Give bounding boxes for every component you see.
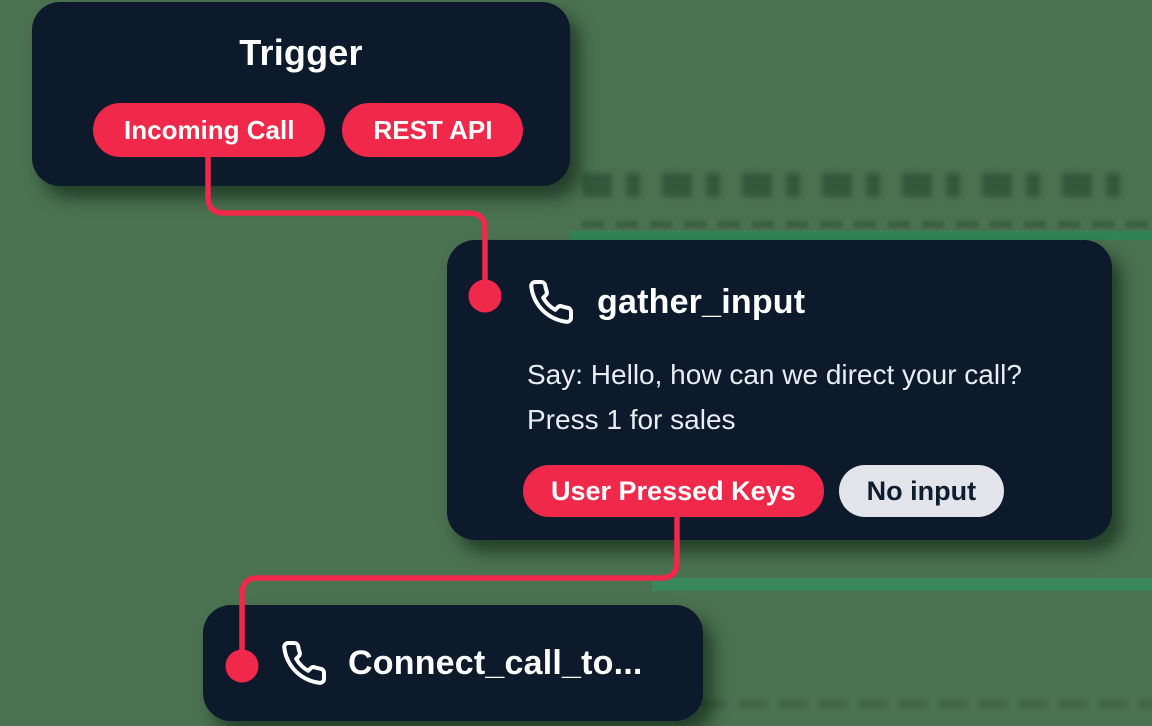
gather-input-say-text: Say: Hello, how can we direct your call?… bbox=[527, 352, 1087, 442]
rest-api-pill[interactable]: REST API bbox=[342, 103, 524, 157]
gather-input-node-title: gather_input bbox=[597, 282, 806, 321]
gather-input-title-row: gather_input bbox=[527, 278, 805, 326]
user-pressed-keys-pill[interactable]: User Pressed Keys bbox=[523, 465, 824, 517]
background-green-stripe bbox=[570, 231, 1152, 240]
phone-icon bbox=[280, 639, 328, 687]
background-dash-row bbox=[582, 221, 1152, 228]
gather-pills-row: User Pressed Keys No input bbox=[523, 465, 1005, 517]
trigger-node[interactable]: Trigger Incoming Call REST API bbox=[32, 2, 570, 186]
background-dash-row bbox=[700, 700, 1152, 708]
background-green-stripe bbox=[652, 578, 1152, 591]
say-line: Press 1 for sales bbox=[527, 404, 736, 435]
phone-icon bbox=[527, 278, 575, 326]
gather-input-node[interactable]: gather_input Say: Hello, how can we dire… bbox=[447, 240, 1112, 540]
incoming-call-pill[interactable]: Incoming Call bbox=[93, 103, 326, 157]
connect-call-node-title: Connect_call_to... bbox=[348, 643, 643, 682]
connect-call-title-row: Connect_call_to... bbox=[280, 605, 643, 721]
background-blurred-text-row bbox=[582, 173, 1140, 197]
trigger-pills-row: Incoming Call REST API bbox=[93, 103, 524, 157]
say-line: Say: Hello, how can we direct your call? bbox=[527, 359, 1022, 390]
connect-call-node[interactable]: Connect_call_to... bbox=[203, 605, 703, 721]
trigger-node-title: Trigger bbox=[239, 32, 363, 73]
no-input-pill[interactable]: No input bbox=[838, 465, 1005, 517]
